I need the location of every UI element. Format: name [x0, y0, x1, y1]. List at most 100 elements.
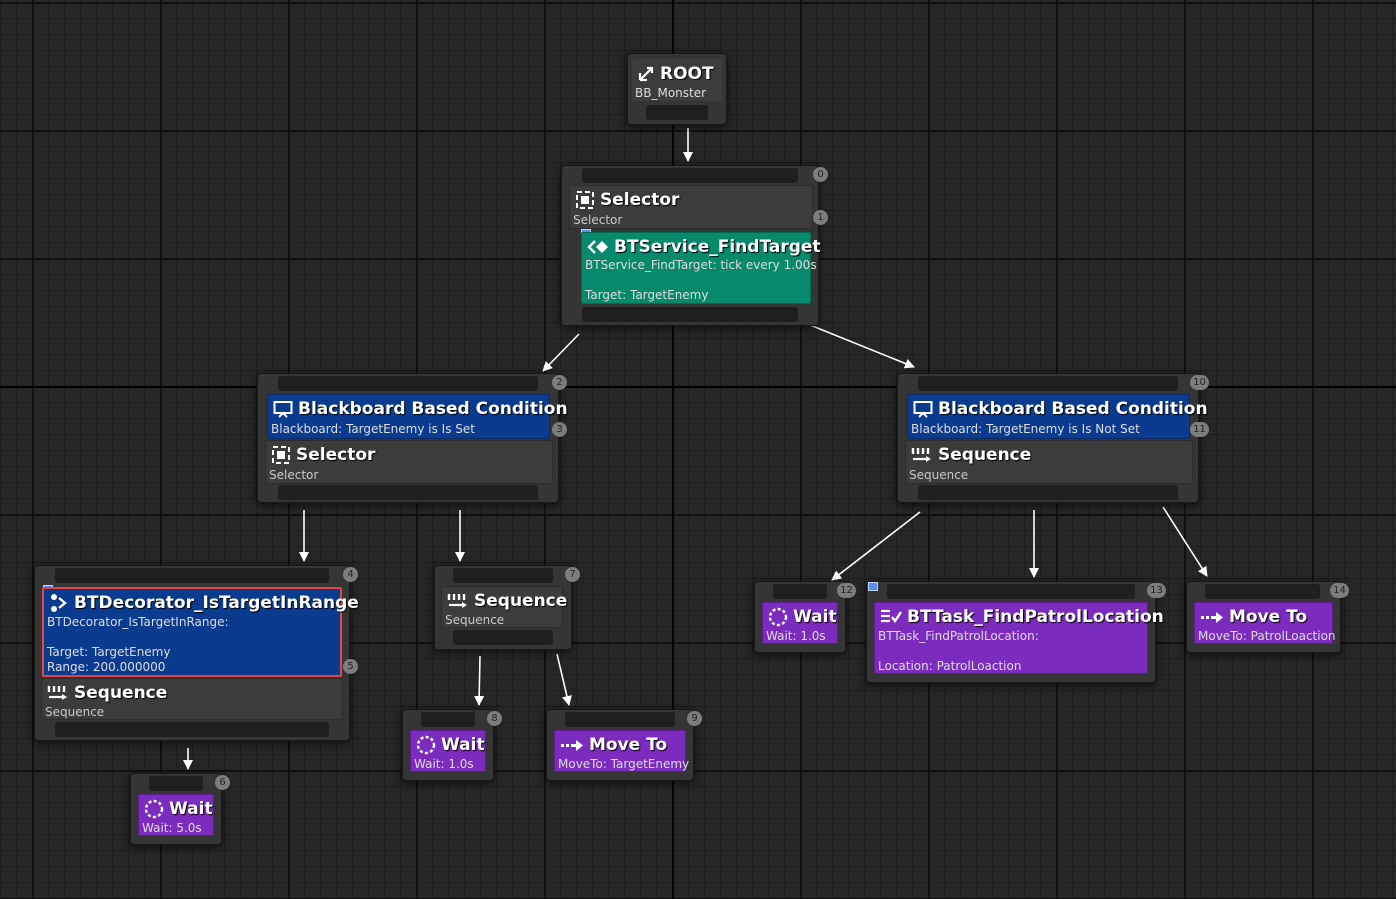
wait-patrol-title: Wait	[793, 607, 837, 627]
is-target-in-range-decorator[interactable]: BTDecorator_IsTargetInRange BTDecorator_…	[42, 587, 359, 677]
execution-index-badge: 14	[1330, 583, 1349, 598]
move-to-patrol-input-pin[interactable]	[1205, 584, 1320, 599]
blackboard-condition-not-set[interactable]: Blackboard Based Condition Blackboard: T…	[907, 394, 1208, 439]
wire-chase-wait	[474, 655, 485, 706]
top-selector-composite[interactable]: Selector Selector	[569, 185, 813, 229]
move-to-icon	[1201, 612, 1223, 623]
wire-selector-right	[809, 324, 915, 369]
move-to-target-input-pin[interactable]	[565, 712, 675, 727]
move-to-target-task[interactable]: Move To MoveTo: TargetEnemy	[554, 730, 689, 772]
chase-sequence-node[interactable]: 7 Sequence Sequence	[434, 565, 580, 650]
wait-patrol-subtitle: Wait: 1.0s	[766, 629, 826, 643]
root-output-pin[interactable]	[646, 105, 708, 120]
right-sequence-composite[interactable]: Sequence Sequence	[905, 440, 1193, 484]
execution-index-badge: 3	[552, 422, 567, 437]
is-target-in-range-name: BTDecorator_IsTargetInRange:	[47, 615, 229, 629]
left-selector-composite[interactable]: Selector Selector	[265, 440, 553, 484]
wait-5-input-pin[interactable]	[149, 776, 203, 791]
find-patrol-location-task[interactable]: BTTask_FindPatrolLocation BTTask_FindPat…	[874, 602, 1164, 674]
chase-sequence-subtitle: Sequence	[445, 613, 505, 627]
chase-sequence-composite[interactable]: Sequence Sequence	[441, 586, 567, 628]
wait-chase-task[interactable]: Wait Wait: 1.0s	[410, 730, 486, 772]
chase-sequence-output-pin[interactable]	[453, 630, 553, 645]
wait-chase-input-pin[interactable]	[421, 712, 475, 727]
execution-index-badge: 8	[487, 711, 502, 726]
root-subtitle: BB_Monster	[635, 86, 707, 100]
execution-index-badge: 5	[343, 659, 358, 674]
root-header: ROOT BB_Monster	[632, 59, 722, 101]
is-target-in-range-target: Target: TargetEnemy	[47, 645, 171, 659]
sequence-icon	[47, 686, 67, 700]
find-patrol-name: BTTask_FindPatrolLocation:	[878, 629, 1039, 643]
top-selector-input-pin[interactable]	[582, 168, 798, 183]
find-patrol-title: BTTask_FindPatrolLocation	[907, 607, 1164, 627]
is-target-in-range-range: Range: 200.000000	[47, 660, 166, 674]
service-icon	[587, 240, 608, 254]
execution-index-badge: 9	[687, 711, 702, 726]
service-title: BTService_FindTarget	[614, 237, 821, 257]
root-node[interactable]: ROOT BB_Monster	[627, 53, 727, 125]
selector-icon	[272, 446, 290, 464]
chase-sequence-input-pin[interactable]	[453, 568, 553, 583]
execution-index-badge: 11	[1190, 422, 1209, 437]
left-condition-title: Blackboard Based Condition	[298, 399, 568, 419]
attack-sequence-output-pin[interactable]	[55, 722, 329, 737]
wait-icon	[144, 799, 164, 819]
right-sequence-node[interactable]: 10 Blackboard Based Condition Blackboard…	[897, 373, 1209, 503]
wait-chase-node[interactable]: 8 Wait Wait: 1.0s	[402, 709, 502, 781]
attack-sequence-node[interactable]: 4 BTDecorator_IsTargetInRange BTDecorato…	[34, 565, 359, 741]
right-condition-subtitle: Blackboard: TargetEnemy is Is Not Set	[911, 422, 1140, 436]
chase-sequence-title: Sequence	[474, 591, 568, 611]
is-target-in-range-title: BTDecorator_IsTargetInRange	[74, 593, 359, 613]
sequence-icon	[911, 448, 931, 462]
attack-sequence-composite[interactable]: Sequence Sequence	[41, 678, 343, 720]
move-to-target-node[interactable]: 9 Move To MoveTo: TargetEnemy	[546, 709, 702, 781]
wire-chase-move	[556, 653, 572, 706]
root-title: ROOT	[660, 64, 714, 84]
top-selector-output-pin[interactable]	[582, 307, 798, 322]
left-selector-node[interactable]: 2 Blackboard Based Condition Blackboard:…	[257, 373, 568, 503]
wait-patrol-task[interactable]: Wait Wait: 1.0s	[762, 602, 838, 644]
find-target-service[interactable]: BTService_FindTarget BTService_FindTarge…	[581, 232, 821, 304]
execution-index-badge: 10	[1190, 375, 1209, 390]
move-to-patrol-title: Move To	[1229, 607, 1308, 627]
sequence-icon	[447, 594, 467, 608]
attack-sequence-title: Sequence	[74, 683, 168, 703]
attack-sequence-subtitle: Sequence	[45, 705, 105, 719]
attack-sequence-input-pin[interactable]	[55, 568, 329, 583]
find-patrol-location-node[interactable]: 13 BTTask_FindPatrolLocation BTTask_Find…	[866, 581, 1166, 683]
execution-index-badge: 12	[837, 583, 856, 598]
move-to-patrol-task[interactable]: Move To MoveTo: PatrolLoaction	[1194, 602, 1336, 644]
top-selector-subtitle: Selector	[573, 213, 623, 227]
find-patrol-location: Location: PatrolLoaction	[878, 659, 1022, 673]
left-condition-subtitle: Blackboard: TargetEnemy is Is Set	[271, 422, 475, 436]
task-flag-icon	[868, 582, 878, 591]
find-patrol-input-pin[interactable]	[887, 584, 1135, 599]
blackboard-condition-set[interactable]: Blackboard Based Condition Blackboard: T…	[267, 394, 568, 439]
execution-index-badge: 2	[552, 375, 567, 390]
left-selector-output-pin[interactable]	[278, 485, 538, 500]
service-tick-text: BTService_FindTarget: tick every 1.00s	[585, 258, 817, 272]
right-sequence-input-pin[interactable]	[918, 376, 1178, 391]
wait-5-task[interactable]: Wait Wait: 5.0s	[138, 794, 214, 836]
wait-icon	[416, 735, 436, 755]
blackboard-icon	[913, 401, 933, 418]
decorator-icon	[51, 594, 67, 612]
wire-right-wait	[831, 511, 921, 581]
execution-index-badge: 0	[813, 167, 828, 182]
top-selector-node[interactable]: 0 Selector Selector 1 BTService_FindTarg…	[561, 165, 828, 326]
execution-index-badge: 13	[1147, 583, 1166, 598]
wait-5-title: Wait	[169, 799, 213, 819]
wire-selector-left	[542, 333, 580, 372]
wait-patrol-input-pin[interactable]	[773, 584, 827, 599]
move-to-patrol-node[interactable]: 14 Move To MoveTo: PatrolLoaction	[1186, 581, 1349, 653]
wait-5-node[interactable]: 6 Wait Wait: 5.0s	[130, 773, 230, 845]
right-sequence-title: Sequence	[938, 445, 1032, 465]
left-selector-input-pin[interactable]	[278, 376, 538, 391]
right-sequence-output-pin[interactable]	[918, 485, 1178, 500]
left-selector-title: Selector	[296, 445, 376, 465]
wire-right-move	[1162, 506, 1208, 577]
wait-patrol-node[interactable]: 12 Wait Wait: 1.0s	[754, 581, 856, 653]
right-sequence-subtitle: Sequence	[909, 468, 969, 482]
